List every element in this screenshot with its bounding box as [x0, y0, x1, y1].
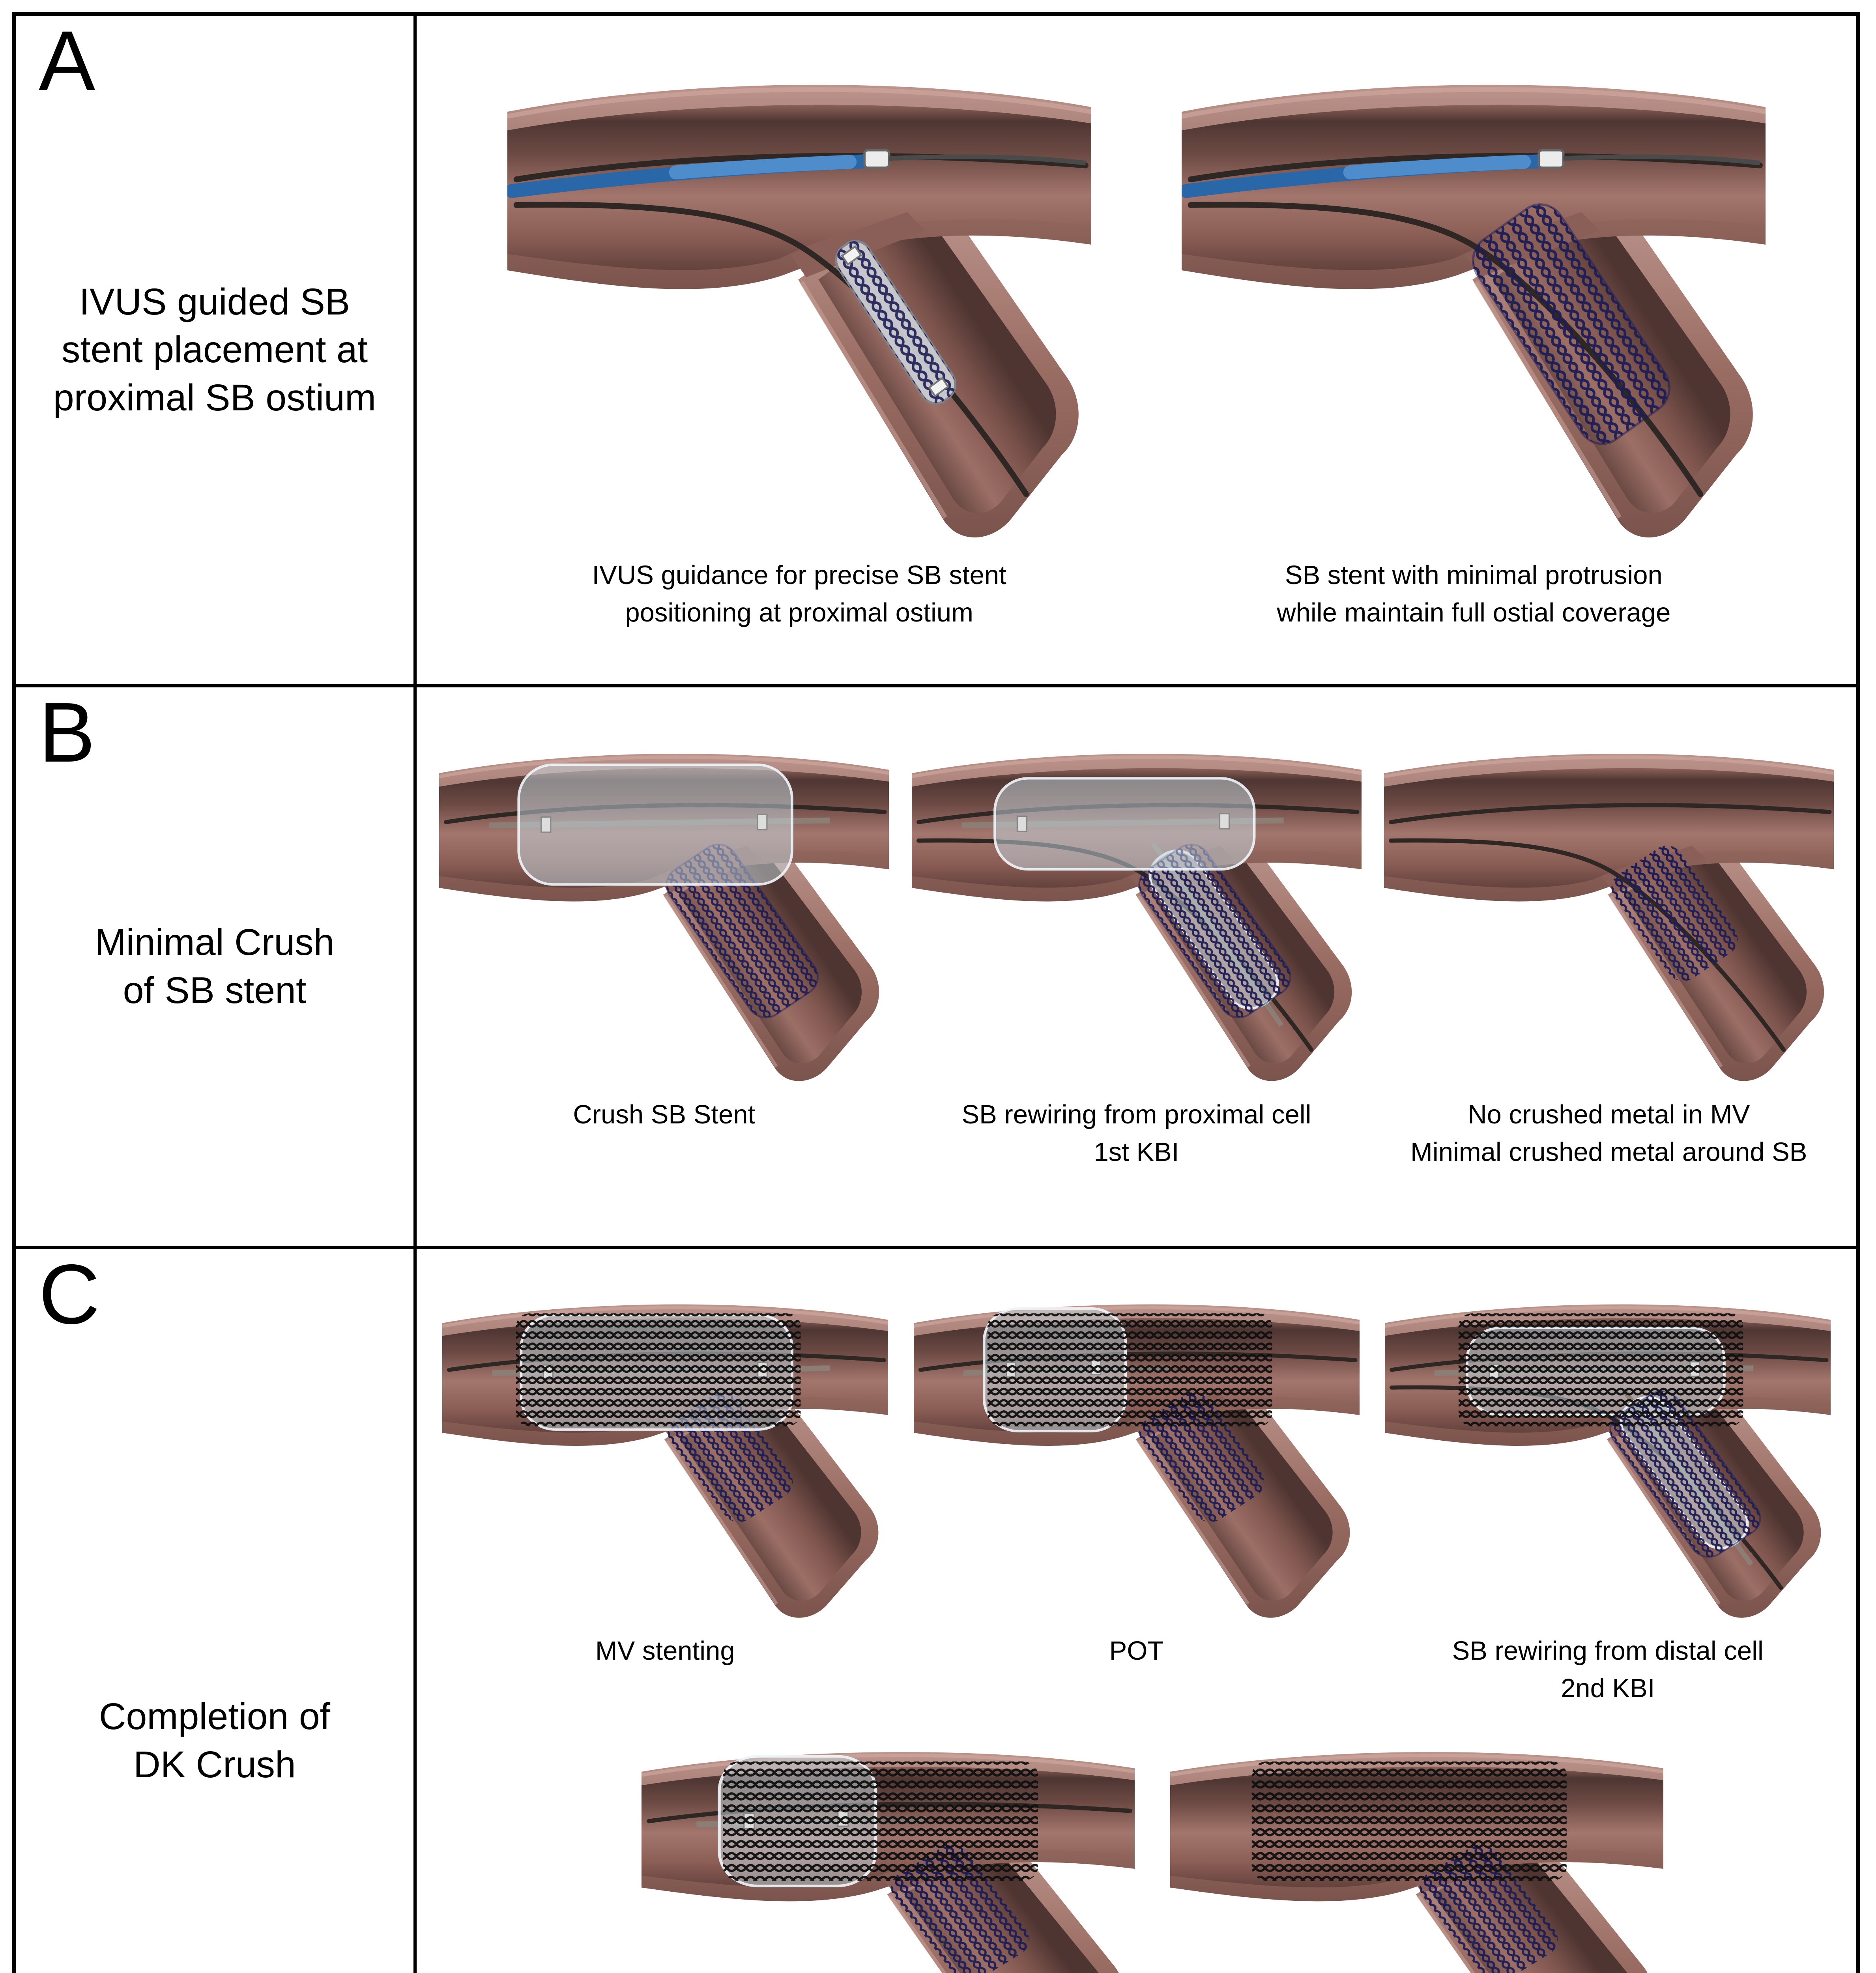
bifurcation-illustration — [442, 1304, 888, 1618]
figure-panel: Final POT — [641, 1719, 1135, 1973]
figure-caption-line: Minimal crushed metal around SB — [1410, 1137, 1807, 1167]
bifurcation-illustration — [1384, 754, 1834, 1081]
figure-caption: POT — [1109, 1632, 1164, 1670]
panel-row-c: C Completion of DK Crush MV stenting POT — [16, 1249, 1856, 1973]
figure-caption-line: POT — [1109, 1636, 1164, 1666]
figure-caption-line: IVUS guidance for precise SB stent — [592, 560, 1006, 590]
figure-caption-line: while maintain full ostial coverage — [1277, 598, 1671, 628]
bifurcation-illustration — [913, 1304, 1360, 1618]
figure-panel: SB rewiring from proximal cell 1st KBI — [911, 721, 1362, 1171]
panel-a-label-cell: A IVUS guided SB stent placement at prox… — [16, 16, 417, 684]
figure-caption-line: 2nd KBI — [1561, 1673, 1655, 1703]
figure-panel: SB rewiring from distal cell 2nd KBI — [1385, 1273, 1831, 1707]
figure-panel: IVUS guidance for precise SB stent posit… — [507, 39, 1091, 631]
figure-caption-line: SB rewiring from distal cell — [1452, 1636, 1764, 1666]
panel-b-content: Crush SB Stent SB rewiring from proximal… — [417, 687, 1856, 1246]
figure-caption: SB stent with minimal protrusion while m… — [1277, 556, 1670, 631]
figure-panel: No crushed metal in MV Minimal crushed m… — [1384, 721, 1834, 1171]
figure-caption-line: SB stent with minimal protrusion — [1285, 560, 1663, 590]
figure-caption-line: No crushed metal in MV — [1468, 1100, 1750, 1129]
panel-a-content: IVUS guidance for precise SB stent posit… — [417, 16, 1856, 684]
panel-c-top-row: MV stenting POT SB rewiring from distal … — [417, 1249, 1856, 1707]
bifurcation-illustration — [507, 84, 1091, 538]
bifurcation-illustration — [439, 754, 889, 1081]
figure-caption-line: positioning at proximal ostium — [625, 598, 973, 628]
figure-panel: Single layer MV Stent Minimal crushed me… — [1170, 1719, 1663, 1973]
panel-b-label-cell: B Minimal Crush of SB stent — [16, 687, 417, 1246]
figure-caption: IVUS guidance for precise SB stent posit… — [592, 556, 1006, 631]
figure-caption: SB rewiring from proximal cell 1st KBI — [961, 1096, 1311, 1171]
figure-caption: No crushed metal in MV Minimal crushed m… — [1410, 1096, 1807, 1171]
panel-row-a: A IVUS guided SB stent placement at prox… — [16, 16, 1856, 687]
panel-row-b: B Minimal Crush of SB stent Crush SB Ste… — [16, 687, 1856, 1249]
bifurcation-illustration — [1385, 1304, 1831, 1618]
bifurcation-illustration — [1182, 84, 1766, 538]
panel-letter-a: A — [39, 13, 95, 108]
figure-caption-line: Crush SB Stent — [573, 1100, 756, 1129]
figure-caption-line: SB rewiring from proximal cell — [961, 1100, 1311, 1129]
figure-caption: MV stenting — [595, 1632, 735, 1670]
bifurcation-illustration — [641, 1752, 1135, 1973]
panel-c-bottom-row: Final POT Single layer MV Stent Minimal … — [417, 1707, 1856, 1973]
figure-caption-line: MV stenting — [595, 1636, 735, 1666]
figure-frame: A IVUS guided SB stent placement at prox… — [12, 12, 1860, 1973]
panel-label-b: Minimal Crush of SB stent — [95, 921, 335, 1011]
panel-label-c: Completion of DK Crush — [99, 1696, 331, 1786]
figure-panel: SB stent with minimal protrusion while m… — [1182, 39, 1766, 631]
panel-c-label-cell: C Completion of DK Crush — [16, 1249, 417, 1973]
figure-caption-line: 1st KBI — [1094, 1137, 1179, 1167]
figure-caption: SB rewiring from distal cell 2nd KBI — [1452, 1632, 1764, 1707]
figure-panel: POT — [913, 1273, 1360, 1670]
figure-caption: Crush SB Stent — [573, 1096, 755, 1133]
figure-panel: MV stenting — [442, 1273, 888, 1670]
panel-letter-b: B — [39, 685, 95, 780]
figure-panel: Crush SB Stent — [439, 721, 889, 1133]
panel-label-a: IVUS guided SB stent placement at proxim… — [53, 281, 376, 419]
panel-letter-c: C — [39, 1247, 100, 1342]
panel-c-content: MV stenting POT SB rewiring from distal … — [417, 1249, 1856, 1973]
bifurcation-illustration — [911, 754, 1362, 1081]
bifurcation-illustration — [1170, 1752, 1663, 1973]
